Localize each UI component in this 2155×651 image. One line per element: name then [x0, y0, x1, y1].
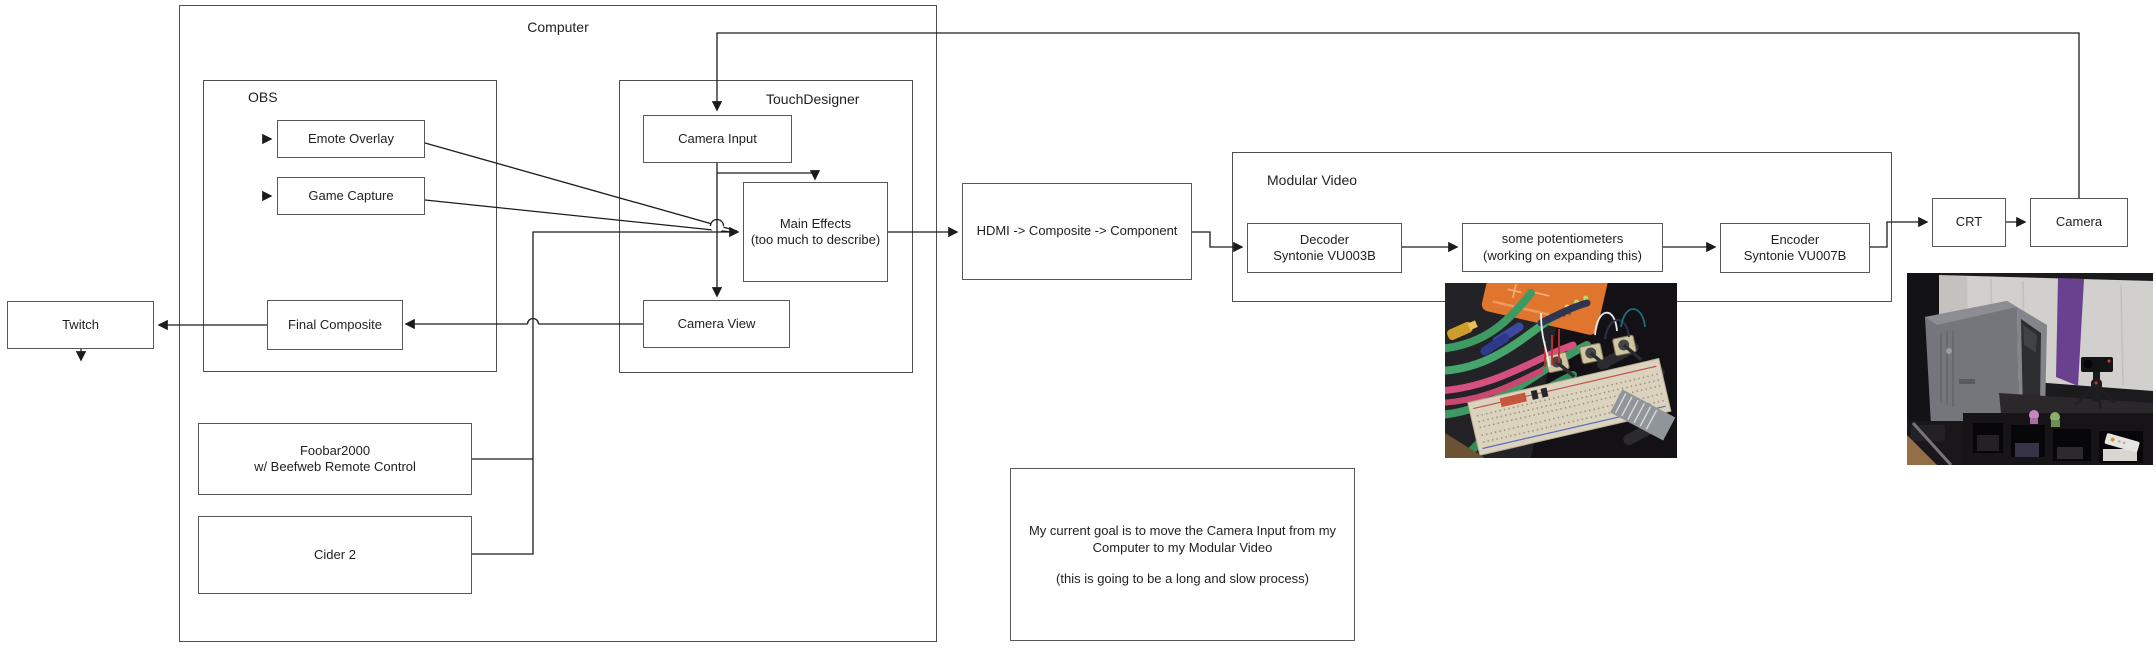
crt-tv-photo — [1907, 273, 2153, 465]
node-potentiometers-label: some potentiometers — [1501, 231, 1624, 247]
node-crt-label: CRT — [1955, 214, 1983, 230]
node-cider-label: Cider 2 — [314, 546, 356, 562]
node-encoder-sublabel: Syntonie VU007B — [1743, 248, 1847, 263]
node-hdmi-chain-label: HDMI -> Composite -> Component — [976, 223, 1178, 239]
node-twitch: Twitch — [7, 301, 154, 349]
node-foobar2000-label: Foobar2000 — [299, 442, 371, 458]
node-game-capture: Game Capture — [277, 177, 425, 215]
node-final-composite: Final Composite — [267, 300, 403, 350]
group-computer-label: Computer — [527, 19, 589, 35]
node-camera-label: Camera — [2055, 214, 2103, 230]
node-decoder: Decoder Syntonie VU003B — [1247, 223, 1402, 273]
group-computer: Computer — [179, 5, 937, 642]
node-foobar2000: Foobar2000 w/ Beefweb Remote Control — [198, 423, 472, 495]
node-emote-overlay-label: Emote Overlay — [308, 130, 394, 146]
edge-cider-trunk-to-main-effects — [472, 226, 740, 555]
node-decoder-sublabel: Syntonie VU003B — [1273, 248, 1376, 263]
crt-tv-photo-art — [1907, 273, 2153, 465]
node-encoder: Encoder Syntonie VU007B — [1720, 223, 1870, 273]
node-camera-view-label: Camera View — [677, 315, 756, 331]
edge-camera-to-camera-input — [711, 32, 2080, 198]
breadboard-photo — [1445, 283, 1677, 458]
group-obs: OBS — [203, 80, 497, 372]
node-final-composite-label: Final Composite — [288, 316, 382, 332]
edge-hdmi-to-decoder — [1192, 231, 1244, 253]
goal-note-line3: (this is going to be a long and slow pro… — [1056, 570, 1309, 586]
node-hdmi-chain: HDMI -> Composite -> Component — [962, 183, 1192, 280]
goal-note-line1: My current goal is to move the Camera In… — [1028, 522, 1337, 538]
node-twitch-label: Twitch — [62, 316, 99, 332]
group-modular-video-label: Modular Video — [1267, 172, 1358, 188]
group-touchdesigner-label: TouchDesigner — [766, 91, 860, 107]
node-main-effects: Main Effects (too much to describe) — [743, 182, 888, 282]
node-camera-input-label: Camera Input — [678, 130, 757, 146]
group-obs-label: OBS — [248, 89, 278, 105]
group-touchdesigner: TouchDesigner — [619, 80, 913, 373]
edge-emote-overlay-to-main-effects — [424, 142, 738, 232]
node-camera-input: Camera Input — [643, 115, 792, 163]
goal-note: My current goal is to move the Camera In… — [1010, 468, 1355, 641]
node-crt: CRT — [1932, 198, 2006, 247]
node-emote-overlay: Emote Overlay — [277, 120, 425, 158]
node-cider: Cider 2 — [198, 516, 472, 594]
breadboard-photo-art — [1445, 283, 1677, 458]
node-potentiometers: some potentiometers (working on expandin… — [1462, 223, 1663, 272]
edge-game-capture-to-main-effects — [424, 199, 738, 234]
node-camera: Camera — [2030, 198, 2128, 247]
node-decoder-label: Decoder — [1299, 231, 1350, 247]
goal-note-line2: Computer to my Modular Video — [1092, 540, 1273, 556]
node-game-capture-label: Game Capture — [308, 187, 394, 203]
node-camera-view: Camera View — [643, 300, 790, 348]
node-potentiometers-sublabel: (working on expanding this) — [1483, 247, 1642, 263]
edge-encoder-to-crt — [1870, 216, 1929, 248]
node-main-effects-sublabel: (too much to describe) — [750, 232, 881, 247]
edge-camera-input-to-main-effects — [717, 170, 821, 181]
node-encoder-label: Encoder — [1770, 231, 1820, 247]
node-foobar2000-sublabel: w/ Beefweb Remote Control — [254, 459, 416, 474]
node-main-effects-label: Main Effects — [779, 215, 852, 231]
